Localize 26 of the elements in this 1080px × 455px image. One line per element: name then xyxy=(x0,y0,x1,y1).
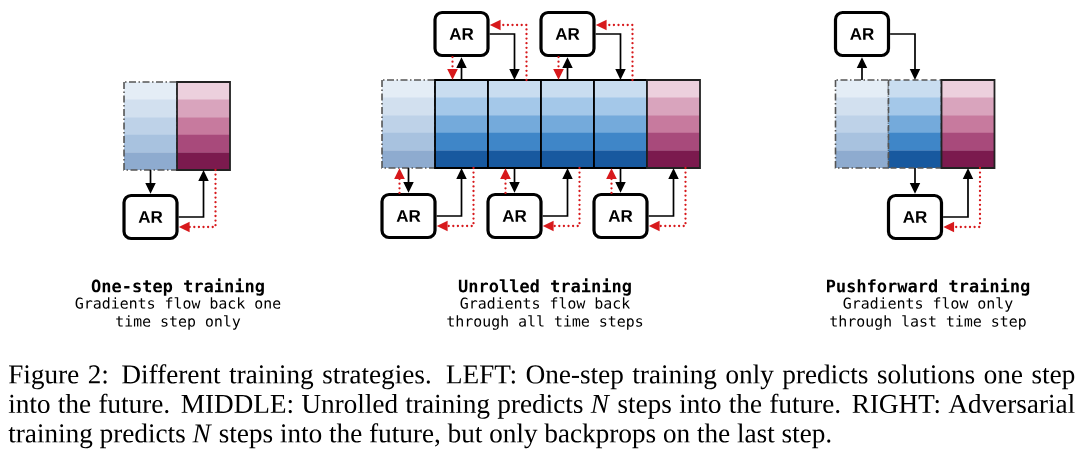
panel-title: One-step training xyxy=(91,278,264,296)
panel-description: Gradients flow back one time step only xyxy=(75,297,281,330)
striped-column xyxy=(646,79,701,169)
figure-caption: Figure 2: Different training strategies. LEFT: One-step training only predicts solutions one step into the future. MIDDLE: Unrolled training predicts N steps into the future. RIGHT: Adversarial training predicts N steps into the future, but only backprops on the last step. xyxy=(8,364,1075,449)
striped-column xyxy=(487,79,542,169)
process-box: AR xyxy=(539,10,596,58)
striped-column xyxy=(176,81,231,171)
panel-description: Gradients flow back through all time steps xyxy=(447,297,643,330)
striped-column xyxy=(940,79,996,169)
striped-column xyxy=(434,79,489,169)
striped-column xyxy=(540,79,595,169)
striped-column xyxy=(834,79,890,169)
process-box: AR xyxy=(833,10,891,58)
panel-description: Gradients flow only through last time step xyxy=(830,297,1026,330)
process-box: AR xyxy=(380,192,437,240)
process-box: AR xyxy=(592,192,649,240)
striped-column xyxy=(381,79,436,169)
process-box: AR xyxy=(486,192,543,240)
process-box: AR xyxy=(886,193,944,241)
process-box: AR xyxy=(433,10,490,58)
panel-title: Pushforward training xyxy=(827,278,1030,296)
panel-title: Unrolled training xyxy=(458,278,631,296)
process-box: AR xyxy=(122,193,179,241)
striped-column xyxy=(593,79,648,169)
striped-column xyxy=(123,81,178,171)
striped-column xyxy=(887,79,943,169)
